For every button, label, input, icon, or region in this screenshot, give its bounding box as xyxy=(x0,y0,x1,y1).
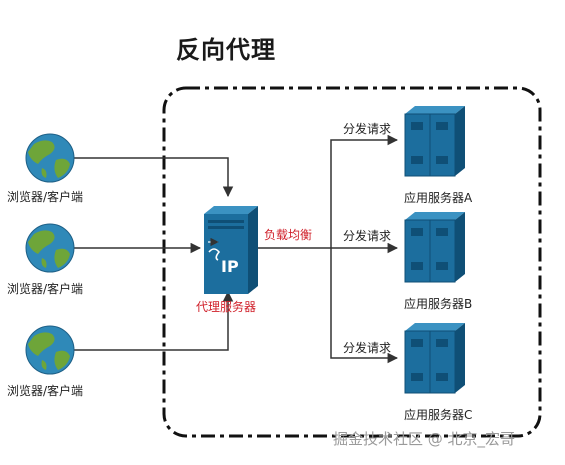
diagram-title: 反向代理 xyxy=(176,36,276,64)
client-1-globe-icon xyxy=(25,133,75,183)
edge-label-b: 分发请求 xyxy=(343,229,392,243)
proxy-server-icon xyxy=(204,206,258,294)
proxy-label: 代理服务器 xyxy=(196,300,257,314)
load-balance-label: 负载均衡 xyxy=(264,228,313,242)
client-3-label: 浏览器/客户端 xyxy=(7,384,84,398)
client-2-globe-icon xyxy=(25,223,75,273)
proxy-device-text: IP xyxy=(221,257,239,276)
client-1-label: 浏览器/客户端 xyxy=(7,190,84,204)
server-a-label: 应用服务器A xyxy=(404,191,473,205)
client-1-connector xyxy=(74,157,234,198)
client-3-connector xyxy=(74,290,234,351)
edge-label-a: 分发请求 xyxy=(343,122,392,136)
server-c-label: 应用服务器C xyxy=(404,408,473,422)
edge-label-c: 分发请求 xyxy=(343,341,392,355)
client-3-globe-icon xyxy=(25,325,75,375)
server-b-label: 应用服务器B xyxy=(404,297,473,311)
server-connectors xyxy=(256,134,399,364)
server-c-icon xyxy=(404,323,465,394)
client-connectors xyxy=(74,157,234,351)
proxy-boundary xyxy=(162,86,542,438)
server-b-icon xyxy=(404,212,465,283)
server-c-connector xyxy=(330,248,399,364)
client-2-label: 浏览器/客户端 xyxy=(7,282,84,296)
watermark: 掘金技术社区 @ 北京_宏哥 xyxy=(333,430,516,448)
server-a-icon xyxy=(404,106,465,177)
server-a-connector xyxy=(330,134,399,248)
